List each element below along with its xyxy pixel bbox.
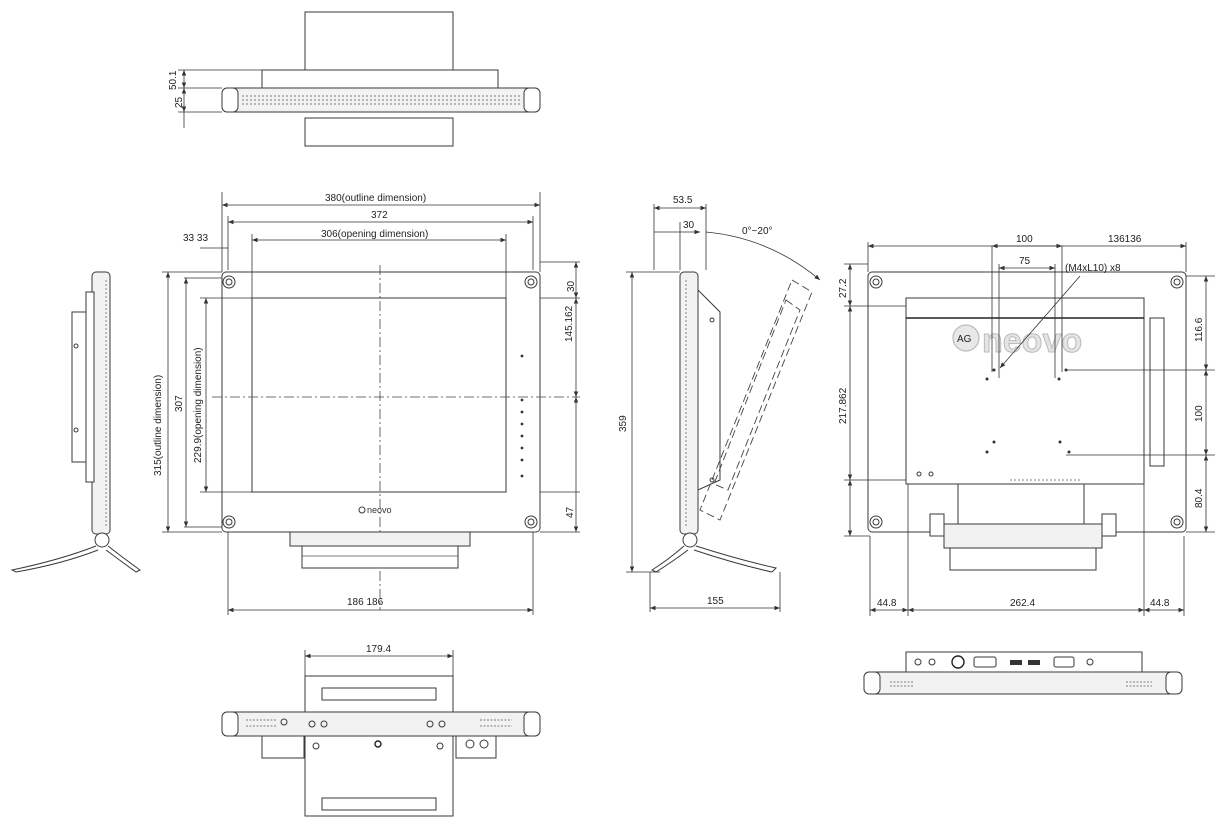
dim-rear-262-4: 262.4 (1010, 598, 1035, 609)
dim-30: 30 (683, 220, 695, 231)
connector-bezel (863, 671, 1183, 695)
dim-bezel-depth: 25 (174, 96, 185, 108)
dim-rear-100-top: 100 (1016, 234, 1033, 245)
connector-vga-icon (1053, 656, 1075, 668)
dim-opening-width: 306(opening dimension) (321, 229, 428, 240)
bottom-stand-top-rail (321, 687, 437, 701)
dim-bottom-half: 186 186 (347, 597, 384, 608)
dim-outline-width: 380(outline dimension) (325, 193, 426, 204)
connector-panel (905, 651, 1143, 673)
dim-offset-left: 33 33 (183, 233, 208, 244)
dim-53-5: 53.5 (673, 195, 693, 206)
bottom-bezel (221, 711, 541, 737)
dim-rear-217-862: 217.862 (838, 387, 849, 424)
dim-rear-27-2: 27.2 (838, 278, 849, 298)
dim-rear-100-right: 100 (1194, 405, 1205, 422)
bottom-left-box (261, 735, 305, 759)
connector-power-icon (951, 655, 965, 669)
rear-view: AG neovo 100 136136 75 (M4xL1 (838, 234, 1215, 616)
rear-side-slot (1149, 317, 1165, 467)
dim-rear-80-4: 80.4 (1194, 488, 1205, 508)
rear-logo-text: neovo (982, 322, 1082, 360)
dim-rear-75: 75 (1019, 256, 1031, 267)
left-side-back (85, 291, 95, 483)
front-logo: neovo (358, 505, 392, 515)
dim-right-145-162: 145.162 (564, 305, 575, 342)
tilt-side-housing (697, 288, 721, 491)
top-bezel-left-cap (221, 87, 239, 113)
rear-stand-base (943, 523, 1103, 549)
dim-width-372: 372 (371, 210, 388, 221)
dim-opening-height: 229.9(opening dimension) (193, 347, 204, 463)
front-stand-base (289, 531, 471, 547)
dim-rear-44-8-right: 44.8 (1150, 598, 1170, 609)
left-stand-leg-right (105, 545, 141, 573)
left-stand-leg-left (10, 545, 99, 573)
top-bezel-right-cap (523, 87, 541, 113)
tilt-side-panel (679, 271, 699, 535)
bottom-stand-bottom-rail (321, 797, 437, 811)
dim-right-30: 30 (566, 280, 577, 292)
connector-hdmi-icon (1010, 660, 1022, 665)
dim-rear-136: 136136 (1108, 234, 1142, 245)
rear-stand-foot (949, 547, 1097, 571)
front-buttons (520, 354, 524, 478)
dim-tilt: 0°~20° (742, 226, 773, 237)
tilt-side-view: 53.5 30 0°~20° 359 155 (618, 195, 821, 612)
rear-connector-box (957, 483, 1085, 525)
top-bezel (221, 87, 541, 113)
dim-stand-155: 155 (707, 596, 724, 607)
front-view: neovo 380(outline dimension) 372 306(ope… (153, 192, 580, 615)
dim-total-depth: 50.1 (168, 70, 179, 90)
top-view: 50.1 25 (168, 11, 541, 147)
dim-bottom-179-4: 179.4 (366, 644, 391, 655)
left-side-panel (91, 271, 111, 535)
screw-callout: (M4xL10) x8 (1065, 263, 1121, 274)
left-side-housing (71, 311, 87, 463)
dim-height-359: 359 (618, 415, 629, 432)
left-stand-hinge (94, 532, 110, 548)
bottom-view: 179.4 (221, 644, 541, 817)
connector-hdmi2-icon (1028, 660, 1040, 665)
left-side-view (10, 271, 141, 573)
dim-rear-116-6: 116.6 (1194, 317, 1205, 342)
bottom-right-box (455, 735, 497, 759)
front-screen-opening (251, 297, 507, 493)
rear-housing (905, 297, 1145, 485)
stand-top-block (304, 11, 454, 71)
dim-height-307: 307 (174, 395, 185, 412)
connector-dvi-icon (973, 656, 997, 668)
front-logo-text: neovo (367, 505, 392, 515)
tilt-stand-leg-right (693, 545, 777, 573)
connector-bottom-view (863, 651, 1183, 695)
dim-rear-44-8-left: 44.8 (877, 598, 897, 609)
rear-logo-badge: AG (957, 334, 972, 345)
rear-vesa-holes (985, 368, 1071, 454)
tilt-arc (705, 231, 821, 281)
dim-right-47: 47 (565, 506, 576, 518)
dim-outline-height: 315(outline dimension) (153, 375, 164, 476)
tilt-stand-leg-left (650, 545, 689, 573)
front-stand-foot (301, 545, 459, 569)
screw-leader (999, 275, 1081, 369)
rear-stand-ear-left (929, 513, 945, 537)
tilt-stand-hinge (682, 532, 698, 548)
stand-top-lower (304, 117, 454, 147)
top-housing (261, 69, 499, 89)
tilted-panel-outline (699, 279, 813, 521)
rear-stand-ear-right (1101, 513, 1117, 537)
